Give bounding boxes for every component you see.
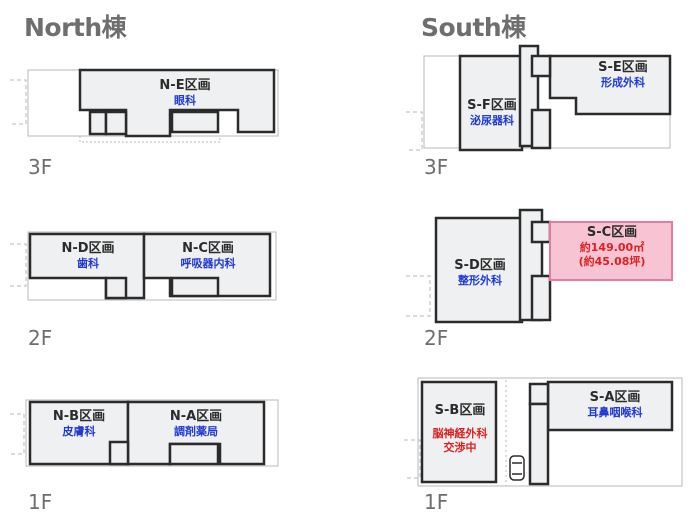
- north-2f-core-a: [104, 276, 128, 300]
- area-name: S-D区画: [454, 258, 506, 273]
- label-nc: N-C区画 呼吸器内科: [150, 241, 266, 271]
- north-3f-stair: [10, 79, 27, 125]
- north-building-title: North棟: [24, 13, 127, 42]
- south-3f-stair: [406, 111, 423, 151]
- area-name: S-C区画: [586, 225, 638, 240]
- north-1f-core-b: [168, 442, 220, 466]
- area-dept: 泌尿器科: [470, 114, 514, 128]
- north-2f-core-b: [170, 276, 220, 298]
- north-3f-core-c: [170, 110, 220, 134]
- area-dept: 脳神経外科: [432, 427, 488, 441]
- south-area-sb: [420, 380, 498, 484]
- area-name: N-B区画: [52, 409, 106, 424]
- area-name: S-F区画: [467, 98, 517, 113]
- label-nb: N-B区画 皮膚科: [34, 409, 124, 439]
- area-name: N-E区画: [159, 78, 211, 93]
- south-area-sc: [549, 221, 673, 281]
- south-3f-core-b: [530, 108, 552, 150]
- north-1f-outline: [25, 399, 279, 467]
- area-dept: 皮膚科: [62, 425, 96, 439]
- south-1f-core-a: [528, 382, 550, 406]
- south-2f-core-b: [530, 274, 552, 322]
- area-dept: 呼吸器内科: [180, 257, 236, 271]
- area-status: 交渉中: [443, 441, 477, 454]
- label-sa: S-A区画 耳鼻咽喉科: [560, 390, 670, 420]
- area-dept: 調剤薬局: [174, 425, 218, 439]
- label-sc: S-C区画 約149.00㎡ (約45.08坪): [552, 225, 672, 269]
- south-2f-stair: [406, 275, 431, 317]
- south-1f-core-b: [528, 402, 550, 486]
- area-dept: 耳鼻咽喉科: [587, 406, 643, 420]
- south-floor-1f-label: 1F: [424, 490, 449, 514]
- north-area-ne: [78, 68, 276, 138]
- area-name: N-A区画: [169, 409, 223, 424]
- north-2f-outline: [27, 231, 277, 301]
- north-floor-1f-label: 1F: [28, 490, 53, 514]
- label-ne: N-E区画 眼科: [130, 78, 240, 108]
- south-area-se: [548, 54, 672, 116]
- area-dept: 歯科: [77, 257, 99, 271]
- south-1f-stair: [404, 439, 421, 479]
- north-area-na: [126, 400, 266, 466]
- south-building-title: South棟: [421, 13, 526, 42]
- south-2f-core-a: [530, 220, 552, 244]
- car-icon: [509, 455, 525, 481]
- area-dept: 眼科: [174, 94, 196, 108]
- area-name: S-A区画: [589, 390, 641, 405]
- north-3f-core-a: [88, 110, 108, 136]
- south-area-sf: [458, 54, 524, 152]
- area-tsubo: (約45.08坪): [578, 255, 646, 268]
- label-se: S-E区画 形成外科: [578, 60, 668, 90]
- north-2f-stair: [10, 243, 27, 287]
- area-name: S-B区画: [434, 403, 486, 418]
- area-dept: 形成外科: [601, 76, 645, 90]
- area-sqm: 約149.00㎡: [579, 241, 645, 255]
- label-sb: S-B区画 脳神経外科 交渉中: [424, 403, 496, 455]
- area-name: N-D区画: [61, 241, 115, 256]
- south-floor-3f-label: 3F: [424, 155, 449, 179]
- label-sf: S-F区画 泌尿器科: [462, 98, 522, 128]
- north-floor-3f-label: 3F: [28, 155, 53, 179]
- north-1f-core-a: [108, 440, 130, 466]
- south-3f-core-a: [530, 54, 552, 78]
- label-sd: S-D区画 整形外科: [438, 258, 522, 288]
- area-name: N-C区画: [182, 241, 234, 256]
- area-dept: 整形外科: [458, 274, 502, 288]
- south-floor-2f-label: 2F: [424, 326, 449, 350]
- north-3f-dashed-edge: [79, 136, 221, 143]
- label-na: N-A区画 調剤薬局: [136, 409, 256, 439]
- south-area-sd: [434, 216, 524, 324]
- north-floor-2f-label: 2F: [28, 326, 53, 350]
- north-1f-stair: [10, 413, 25, 455]
- south-1f-outline: [417, 377, 683, 487]
- label-nd: N-D区画 歯科: [40, 241, 136, 271]
- north-3f-core-b: [104, 110, 128, 136]
- area-name: S-E区画: [598, 60, 648, 75]
